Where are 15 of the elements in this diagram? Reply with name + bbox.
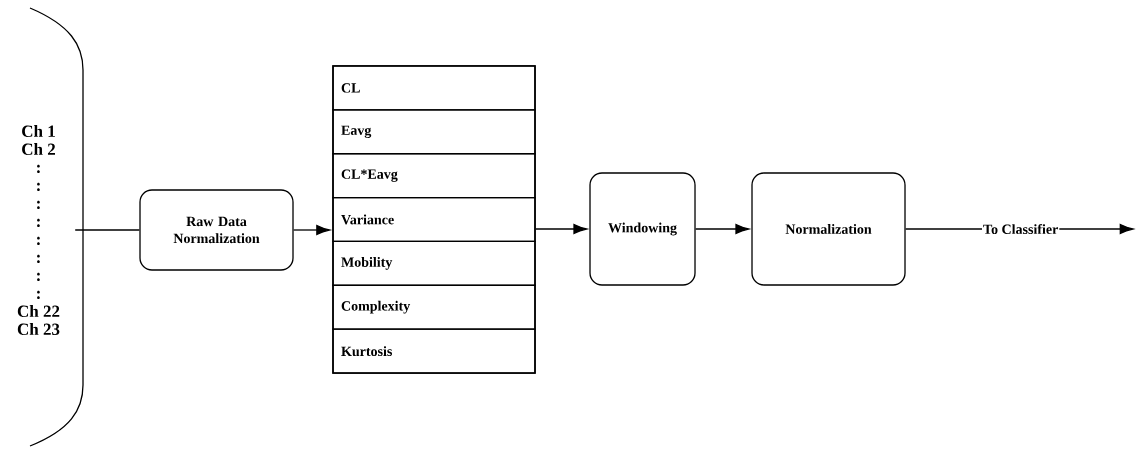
feature-row: Kurtosis (332, 328, 536, 374)
process-box: Raw Data Normalization (139, 189, 294, 271)
feature-row: Variance (332, 196, 536, 243)
process-box: Windowing (589, 172, 696, 286)
process-box: Normalization (751, 172, 906, 286)
feature-row: Eavg (332, 109, 536, 155)
arrow (695, 223, 750, 235)
channel-bracket: Ch 1 Ch 2 : : : : : : : : Ch 22 Ch 23 (17, 7, 84, 447)
arrow (293, 224, 330, 236)
feature-row: CL (332, 65, 536, 111)
feature-row: Complexity (332, 284, 536, 330)
feature-row: Mobility (332, 240, 536, 286)
arrow (535, 223, 588, 235)
feature-row: CL*Eavg (332, 153, 536, 199)
edge-label: To Classifier (983, 224, 1058, 234)
